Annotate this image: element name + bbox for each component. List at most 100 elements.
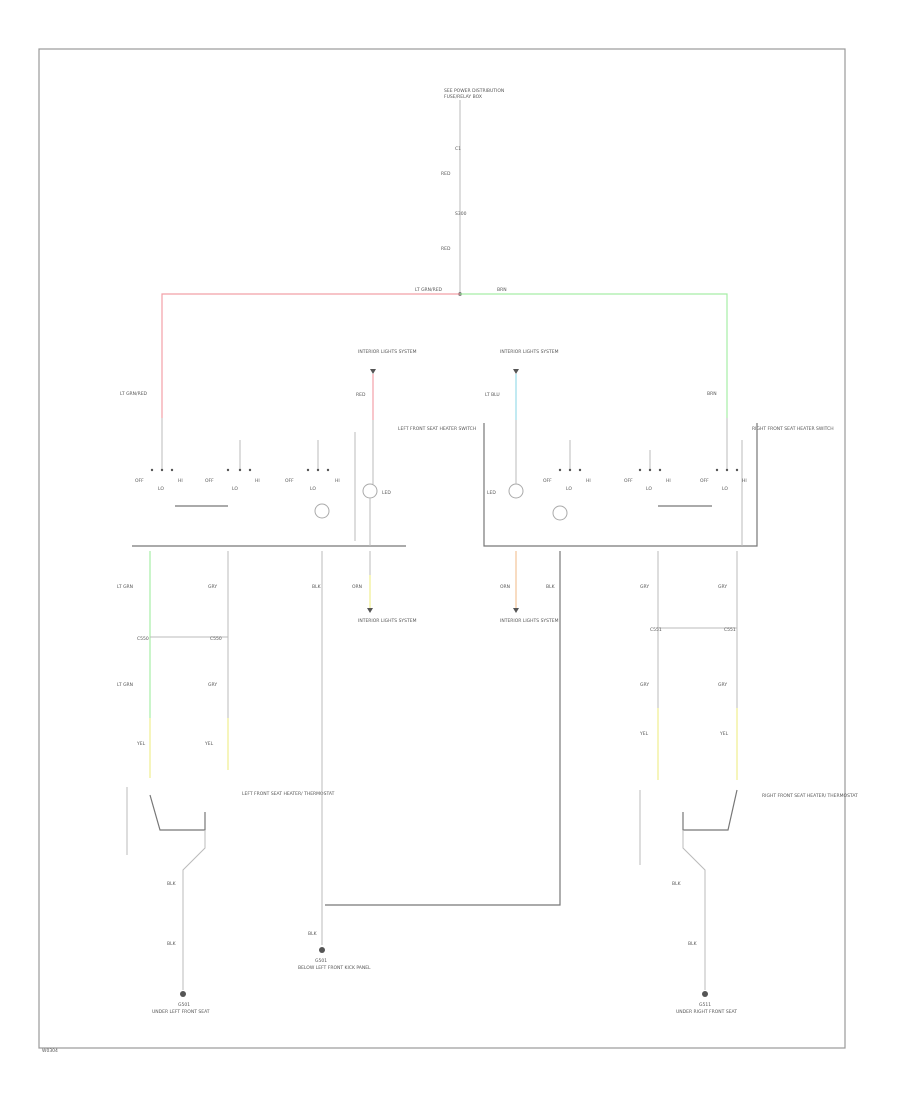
- grounds: BLK BLK G501 UNDER LEFT FRONT SEAT BLK G…: [152, 881, 737, 1015]
- right-c1-lo: LO: [566, 486, 572, 492]
- right-feed-wire-label: BRN: [707, 391, 717, 397]
- left-c2-dot-a: [226, 468, 230, 472]
- left-gnd-wire-label: BLK: [312, 584, 322, 590]
- illumination-feeds: INTERIOR LIGHTS SYSTEM RED INTERIOR LIGH…: [356, 349, 559, 420]
- right-wire-c: GRY: [640, 682, 649, 688]
- right-c3-off: OFF: [700, 478, 709, 484]
- right-ground-symbol: [702, 991, 708, 997]
- right-c3-dot-c: [735, 468, 739, 472]
- top-splice: S300: [455, 211, 467, 217]
- center-ground-id: G501: [315, 958, 327, 964]
- left-out2-wire-label: GRY: [208, 584, 217, 590]
- center-ground-wire: BLK: [308, 931, 318, 937]
- left-bottom-wire2: BLK: [167, 941, 177, 947]
- left-indicator-lamp-2: [362, 483, 378, 499]
- right-seat-heater-switch: RIGHT FRONT SEAT HEATER SWITCH LED OFF L…: [483, 418, 834, 547]
- left-c2-dot-b: [238, 468, 242, 472]
- right-indicator-lamp-1: [508, 483, 524, 499]
- right-c1-hi: HI: [586, 478, 591, 484]
- top-source-label: SEE POWER DISTRIBUTION: [444, 88, 504, 94]
- right-illum-source: INTERIOR LIGHTS SYSTEM: [500, 349, 559, 355]
- top-connector-a: C1: [455, 146, 461, 152]
- right-bottom-wire: BLK: [672, 881, 682, 887]
- left-c2-hi: HI: [255, 478, 260, 484]
- left-c3-off: OFF: [285, 478, 294, 484]
- left-heater-return: [182, 830, 206, 990]
- right-c2-hi: HI: [666, 478, 671, 484]
- left-c3-dot-a: [306, 468, 310, 472]
- right-gnd-wire-label: BLK: [546, 584, 556, 590]
- left-ground-symbol: [180, 991, 186, 997]
- left-lamp-label: LED: [382, 490, 391, 496]
- left-bottom-wire: BLK: [167, 881, 177, 887]
- left-contact-group-1: OFF LO HI: [135, 418, 183, 492]
- top-feed: SEE POWER DISTRIBUTION FUSE/RELAY BOX C1…: [441, 88, 504, 296]
- footer-code: W0304: [42, 1048, 58, 1054]
- right-wire-f: YEL: [719, 731, 729, 737]
- left-c2-lo: LO: [232, 486, 238, 492]
- right-wire-e: YEL: [639, 731, 649, 737]
- right-outputs: ORN INTERIOR LIGHTS SYSTEM BLK GRY GRY C…: [325, 551, 858, 990]
- left-wire-c: LT GRN: [117, 682, 133, 688]
- right-heater-return: [682, 830, 706, 990]
- right-switch-title: RIGHT FRONT SEAT HEATER SWITCH: [752, 426, 834, 432]
- left-illum-out-wire-label: ORN: [352, 584, 362, 590]
- right-heater-title: RIGHT FRONT SEAT HEATER/ THERMOSTAT: [762, 793, 858, 799]
- right-ground-desc: UNDER RIGHT FRONT SEAT: [676, 1009, 737, 1015]
- right-illum-out-dest: INTERIOR LIGHTS SYSTEM: [500, 618, 559, 624]
- right-wire-d: GRY: [718, 682, 727, 688]
- right-contact-group-2: OFF LO HI: [624, 450, 712, 507]
- left-heater-title: LEFT FRONT SEAT HEATER/ THERMOSTAT: [242, 791, 335, 797]
- left-c1-dot-a: [150, 468, 154, 472]
- right-c2-lo: LO: [646, 486, 652, 492]
- center-ground-symbol: [319, 947, 325, 953]
- left-switch-title: LEFT FRONT SEAT HEATER SWITCH: [398, 426, 476, 432]
- left-contact-group-2: OFF LO HI: [175, 440, 260, 507]
- bus-right-label: BRN: [497, 287, 507, 293]
- left-ground-desc: UNDER LEFT FRONT SEAT: [152, 1009, 210, 1015]
- diagram-frame: [38, 48, 846, 1049]
- right-contact-group-3: OFF LO HI: [700, 418, 747, 492]
- top-wire-b: RED: [441, 246, 451, 252]
- right-c2-dot-c: [658, 468, 662, 472]
- right-illum-out-arrow: [513, 608, 519, 613]
- left-c1-dot-c: [170, 468, 174, 472]
- left-illum-arrow: [370, 369, 376, 374]
- right-illum-wire-label: LT BLU: [485, 392, 500, 398]
- left-outputs: LT GRN GRY C550 C550 LT GRN GRY YEL YEL …: [117, 551, 417, 990]
- right-c3-dot-b: [725, 468, 729, 472]
- left-illum-out-dest: INTERIOR LIGHTS SYSTEM: [358, 618, 417, 624]
- bus-left-wire: [161, 293, 460, 418]
- right-switch-outline: [483, 423, 758, 547]
- right-bottom-wire2: BLK: [688, 941, 698, 947]
- left-c1-off: OFF: [135, 478, 144, 484]
- left-indicator-lamp-1: [314, 503, 330, 519]
- right-illum-out-wire-label: ORN: [500, 584, 510, 590]
- center-ground-desc: BELOW LEFT FRONT KICK PANEL: [298, 965, 371, 971]
- right-c3-hi: HI: [742, 478, 747, 484]
- right-c3-dot-a: [715, 468, 719, 472]
- left-illum-out-arrow: [367, 608, 373, 613]
- right-out2-wire-label: GRY: [718, 584, 727, 590]
- left-c3-lo: LO: [310, 486, 316, 492]
- left-c1-dot-b: [160, 468, 164, 472]
- right-illum-arrow: [513, 369, 519, 374]
- top-wire-a: RED: [441, 171, 451, 177]
- power-bus: LT GRN/RED BRN LT GRN/RED BRN: [120, 287, 728, 418]
- left-conn-a: C550: [137, 636, 149, 642]
- left-c1-hi: HI: [178, 478, 183, 484]
- top-source-sub-label: FUSE/RELAY BOX: [444, 94, 482, 100]
- bus-right-wire: [460, 293, 728, 418]
- right-c2-dot-b: [648, 468, 652, 472]
- left-wire-d: GRY: [208, 682, 217, 688]
- right-c1-dot-c: [578, 468, 582, 472]
- right-c2-off: OFF: [624, 478, 633, 484]
- right-c3-lo: LO: [722, 486, 728, 492]
- right-contact-group-1: OFF LO HI: [543, 440, 591, 492]
- left-contact-group-3: OFF LO HI: [285, 440, 340, 492]
- left-illum-wire-label: RED: [356, 392, 366, 398]
- right-c2-dot-a: [638, 468, 642, 472]
- left-heater-element: [149, 794, 206, 831]
- left-illum-source: INTERIOR LIGHTS SYSTEM: [358, 349, 417, 355]
